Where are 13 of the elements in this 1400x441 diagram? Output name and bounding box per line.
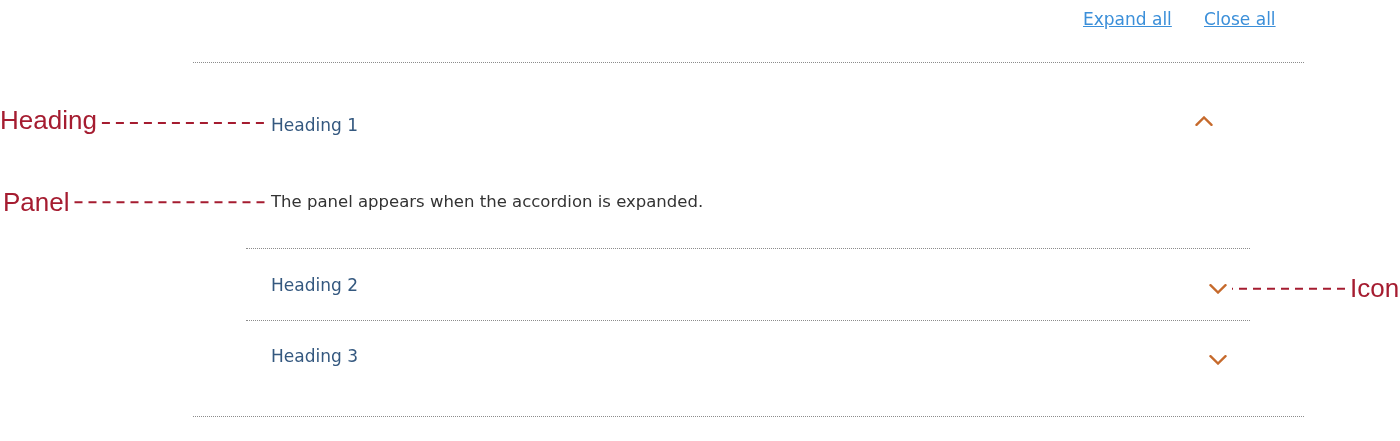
callout-label: Heading bbox=[0, 105, 97, 137]
accordion-heading: Heading 1 bbox=[271, 115, 358, 136]
chevron-down-icon bbox=[1209, 284, 1227, 294]
accordion-heading: Heading 3 bbox=[271, 346, 358, 367]
callout-label: Panel bbox=[3, 187, 70, 219]
panel-text: The panel appears when the accordion is expanded. bbox=[271, 192, 704, 212]
close-all-link: Close all bbox=[1204, 9, 1276, 30]
expand-all-link: Expand all bbox=[1083, 9, 1172, 30]
leader-line bbox=[73, 201, 267, 204]
accordion-heading: Heading 2 bbox=[271, 275, 358, 296]
callout-label: Icon bbox=[1350, 273, 1400, 305]
leader-line bbox=[1231, 287, 1346, 290]
leader-line bbox=[100, 121, 267, 124]
